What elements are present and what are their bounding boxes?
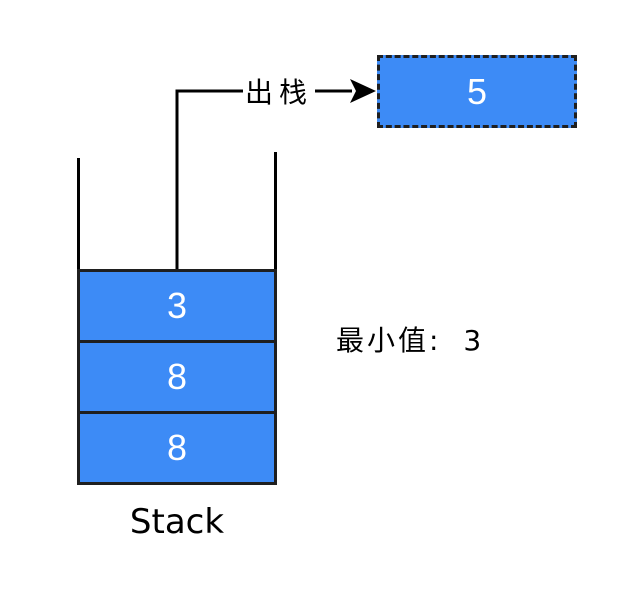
min-value-note: 最小值: 3 xyxy=(336,324,485,357)
stack-cell-value: 3 xyxy=(166,285,188,326)
stack-label: Stack xyxy=(129,502,225,542)
popped-value-box: 5 xyxy=(377,55,577,128)
stack-cell: 8 xyxy=(77,411,277,485)
pop-arrow-line xyxy=(175,89,352,270)
stack-cells: 3 8 8 xyxy=(77,269,277,485)
popped-value-text: 5 xyxy=(466,70,488,112)
stack-cell: 8 xyxy=(77,340,277,414)
pop-arrow-head xyxy=(350,79,376,103)
pop-arrow-label: 出栈 xyxy=(243,68,315,114)
stack-cell: 3 xyxy=(77,269,277,343)
stack-cell-value: 8 xyxy=(166,427,188,468)
stack-cell-value: 8 xyxy=(166,356,188,397)
